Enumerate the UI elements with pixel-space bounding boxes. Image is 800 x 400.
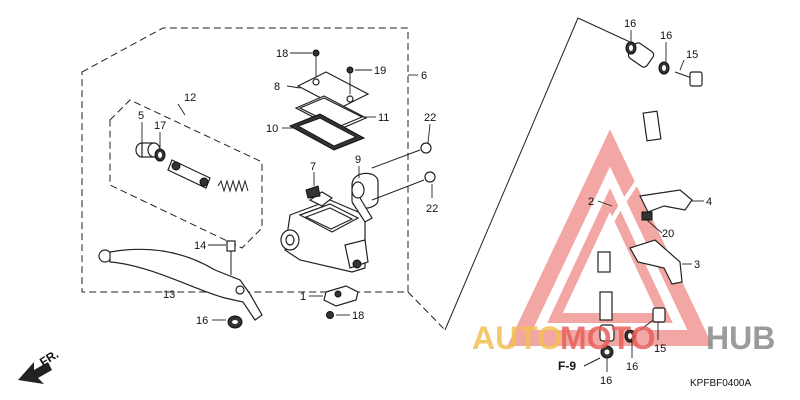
- callout-22-lower: 22: [426, 203, 438, 215]
- callout-18-upper: 18: [276, 48, 288, 60]
- reservoir-cap: [296, 49, 370, 109]
- reference-label: F-9: [558, 359, 576, 373]
- callout-10: 10: [266, 123, 278, 135]
- callout-16-top-left: 16: [624, 18, 636, 30]
- watermark-text: AUTO MOTO HUB: [472, 320, 775, 356]
- callout-20: 16: [196, 315, 208, 327]
- pivot-nut: [227, 315, 243, 329]
- pivot-bolt: [226, 240, 236, 275]
- callout-21: 20: [662, 228, 674, 240]
- clip: [305, 185, 321, 199]
- oil-bolt-lower: [639, 307, 666, 331]
- callout-19: 18: [352, 310, 364, 322]
- master-cylinder-holder: [351, 172, 379, 223]
- switch-screw: [326, 311, 334, 319]
- clamp-bolt: [641, 211, 657, 229]
- hose-clamp: [639, 189, 693, 213]
- leader-lines: [141, 30, 704, 372]
- watermark-moto: MOTO: [560, 320, 655, 356]
- piston: [167, 159, 211, 189]
- master-cylinder-body: [280, 191, 369, 273]
- callout-5: 5: [138, 110, 144, 122]
- callout-16-bottom-left: 16: [600, 375, 612, 387]
- callout-13: 13: [163, 289, 175, 301]
- callout-8: 8: [274, 81, 280, 93]
- holder-bolt-lower: [371, 171, 436, 201]
- callout-16-bottom-right: 16: [626, 361, 638, 373]
- front-direction-label: FR.: [37, 347, 61, 369]
- callout-6: 6: [421, 70, 427, 82]
- callout-12: 12: [184, 92, 196, 104]
- callout-3: 3: [694, 259, 700, 271]
- sealing-washers: [600, 41, 670, 359]
- piston-spring: [217, 179, 249, 193]
- callout-15-top: 15: [686, 49, 698, 61]
- snap-ring: [154, 148, 166, 162]
- assembly-frame: [81, 27, 446, 331]
- brake-line-frame: [444, 17, 631, 331]
- callout-2: 2: [588, 196, 594, 208]
- callout-16-top-right: 16: [660, 30, 672, 42]
- watermark-auto: AUTO: [472, 320, 562, 356]
- holder-bolt-upper: [371, 142, 432, 169]
- callout-17: 17: [154, 120, 166, 132]
- watermark-hub: HUB: [706, 320, 775, 356]
- diagram-code: KPFBF0400A: [690, 378, 751, 389]
- callout-22-upper: 22: [424, 112, 436, 124]
- callouts: 18 19 6 8 11 10 12 5 17 22 7 9 22 14 13 …: [138, 18, 712, 387]
- callout-15-bottom: 15: [654, 343, 666, 355]
- oil-bolt-upper: [674, 71, 703, 87]
- piston-boot: [135, 142, 161, 158]
- callout-4: 4: [706, 196, 712, 208]
- callout-1: 1: [300, 291, 306, 303]
- callout-11: 11: [378, 112, 389, 124]
- reservoir-diaphragm: [288, 113, 366, 151]
- front-arrow-icon: FR.: [18, 347, 61, 384]
- callout-7: 7: [310, 161, 316, 173]
- brake-light-switch: [323, 285, 359, 307]
- callout-14: 14: [194, 240, 206, 252]
- callout-9: 9: [355, 154, 361, 166]
- hose-bracket: [629, 239, 683, 285]
- brake-lever: [98, 248, 263, 321]
- piston-kit-frame: [109, 99, 263, 249]
- callout-18-right: 19: [374, 65, 386, 77]
